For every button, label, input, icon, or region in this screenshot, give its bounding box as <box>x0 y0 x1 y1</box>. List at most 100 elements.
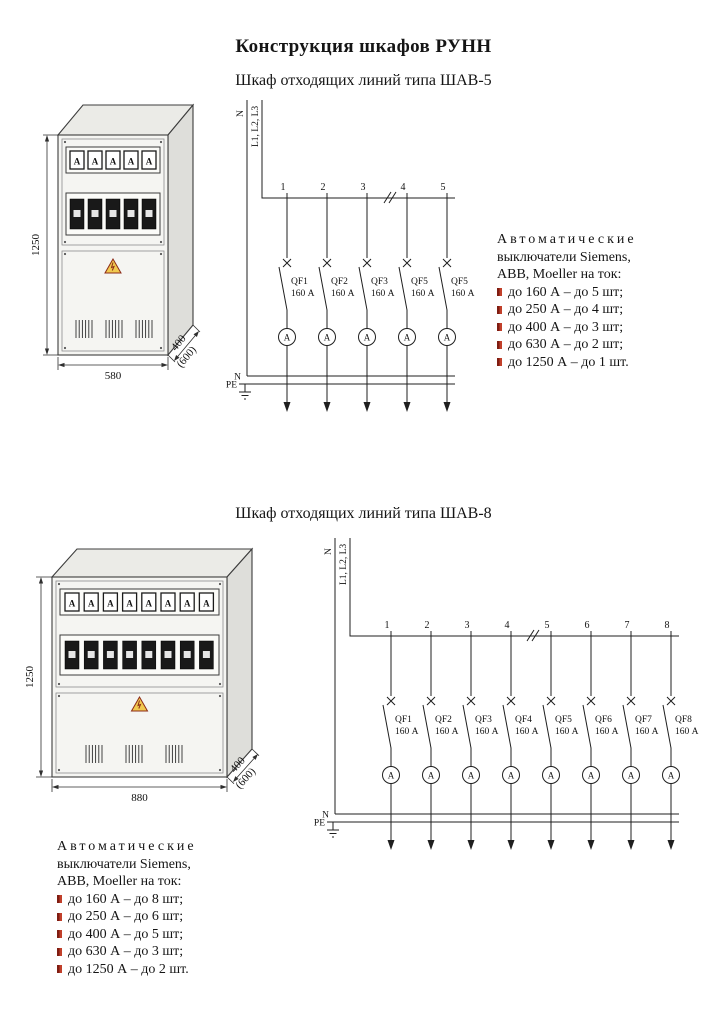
feeder-number: 1 <box>281 182 286 193</box>
breaker-blade <box>358 266 368 329</box>
breaker-blade <box>438 266 448 329</box>
breaker-rating-label: 160 А <box>555 727 579 737</box>
bullet-square-icon <box>497 288 502 297</box>
ammeter-letter: A <box>444 333 451 343</box>
ammeter-icon <box>462 766 480 784</box>
feeder: 4 A QF4 160 А <box>502 620 539 850</box>
breaker-handles <box>64 640 214 670</box>
feeder: 1 A QF1 160 А <box>382 620 419 850</box>
breaker-name-label: QF5 <box>451 277 468 287</box>
breaker-name-label: QF5 <box>411 277 428 287</box>
feeder-number: 8 <box>665 620 670 631</box>
bus-break-icon <box>383 191 397 204</box>
breaker-name-label: QF8 <box>675 715 692 725</box>
note-item: до 1250 А – до 2 шт. <box>57 961 279 979</box>
bullet-square-icon <box>57 947 62 956</box>
ammeter-letter: A <box>284 333 291 343</box>
breaker-blade <box>278 266 288 329</box>
bottom-buses: N PE <box>314 811 679 838</box>
breaker-contact-cross-icon <box>322 258 332 268</box>
feeder-number: 3 <box>465 620 470 631</box>
supply-risers: N L1, L2, L3 <box>236 100 455 376</box>
dimension-height: 1250 <box>24 576 52 778</box>
feeder-number: 4 <box>401 182 406 193</box>
feeder-number: 3 <box>361 182 366 193</box>
note-heading-line: выключатели Siemens, <box>57 856 191 872</box>
ammeter-icon <box>502 766 520 784</box>
ammeter-letter: A <box>668 771 675 781</box>
note-item: до 160 А – до 8 шт; <box>57 891 279 909</box>
bullet-square-icon <box>57 965 62 974</box>
ammeter-windows: А А А А А А А А <box>64 592 215 612</box>
ammeter-window-label: А <box>128 157 135 167</box>
breaker-contact-cross-icon <box>506 696 516 706</box>
breaker-panel <box>59 634 220 676</box>
feeder: 6 A QF6 160 А <box>582 620 619 850</box>
breaker-handles <box>69 198 157 230</box>
note-item-text: до 160 А – до 5 шт; <box>508 284 624 300</box>
load-arrow-icon <box>363 402 371 412</box>
ammeter-window-label: А <box>110 157 117 167</box>
feeder: 2 A QF2 160 А <box>422 620 459 850</box>
dimension-width-label: 880 <box>131 792 148 804</box>
supply-risers: N L1, L2, L3 <box>324 538 679 814</box>
ammeter-letter: A <box>588 771 595 781</box>
dimension-height-label: 1250 <box>24 666 36 689</box>
load-arrow-icon <box>467 840 475 850</box>
shav8-schematic: N L1, L2, L3 1 A QF1 160 А 2 A QF2 160 А… <box>314 538 699 850</box>
breaker-contact-cross-icon <box>442 258 452 268</box>
note-item: до 400 А – до 5 шт; <box>57 926 279 944</box>
breaker-contact-cross-icon <box>402 258 412 268</box>
feeder: 3 A QF3 160 А <box>462 620 499 850</box>
breaker-contact-cross-icon <box>666 696 676 706</box>
breaker-blade <box>382 704 392 767</box>
upper-door <box>55 580 224 688</box>
ammeter-letter: A <box>428 771 435 781</box>
note-heading-line: выключатели Siemens, <box>497 249 631 265</box>
phase-riser-and-bus <box>349 538 679 637</box>
ammeter-window-label: А <box>107 599 114 609</box>
breaker-blade <box>422 704 432 767</box>
note-item-text: до 160 А – до 8 шт; <box>68 891 184 907</box>
note-heading-line: Автоматические <box>497 232 637 247</box>
breaker-name-label: QF6 <box>595 715 612 725</box>
bullet-square-icon <box>497 305 502 314</box>
ammeter-window-label: А <box>126 599 133 609</box>
feeder-number: 5 <box>545 620 550 631</box>
phase-riser-label: L1, L2, L3 <box>339 544 349 585</box>
ammeter-window-label: А <box>184 599 191 609</box>
breaker-rating-label: 160 А <box>291 289 315 299</box>
load-arrow-icon <box>627 840 635 850</box>
breaker-rating-label: 160 А <box>595 727 619 737</box>
note-item-text: до 400 А – до 3 шт; <box>508 319 624 335</box>
shav8-subtitle: Шкаф отходящих линий типа ШАВ-8 <box>235 505 492 522</box>
bullet-square-icon <box>497 323 502 332</box>
neutral-riser-label: N <box>236 110 246 117</box>
ammeter-letter: A <box>508 771 515 781</box>
load-arrow-icon <box>403 402 411 412</box>
breaker-contact-cross-icon <box>282 258 292 268</box>
shav5-schematic: N L1, L2, L3 1 A QF1 160 А 2 A QF2 160 А… <box>226 100 475 412</box>
breaker-contact-cross-icon <box>386 696 396 706</box>
ammeter-icon <box>622 766 640 784</box>
load-arrow-icon <box>667 840 675 850</box>
ammeter-window-label: А <box>92 157 99 167</box>
breaker-contact-cross-icon <box>626 696 636 706</box>
warning-triangle-icon <box>104 257 122 274</box>
neutral-bus-label: N <box>234 373 241 383</box>
breaker-rating-label: 160 А <box>475 727 499 737</box>
feeder-number: 7 <box>625 620 630 631</box>
breaker-name-label: QF1 <box>395 715 412 725</box>
bullet-square-icon <box>57 895 62 904</box>
shav5-breaker-note: Автоматические выключатели Siemens, ABB,… <box>497 231 719 371</box>
load-arrow-icon <box>387 840 395 850</box>
note-item: до 630 А – до 2 шт; <box>497 336 719 354</box>
ammeter-letter: A <box>388 771 395 781</box>
ammeter-icon <box>422 766 440 784</box>
feeder: 7 A QF7 160 А <box>622 620 659 850</box>
ground-icon <box>239 384 251 400</box>
cabinet-side-face <box>167 103 194 357</box>
bullet-square-icon <box>57 912 62 921</box>
breaker-blade <box>398 266 408 329</box>
feeder-number: 2 <box>425 620 430 631</box>
